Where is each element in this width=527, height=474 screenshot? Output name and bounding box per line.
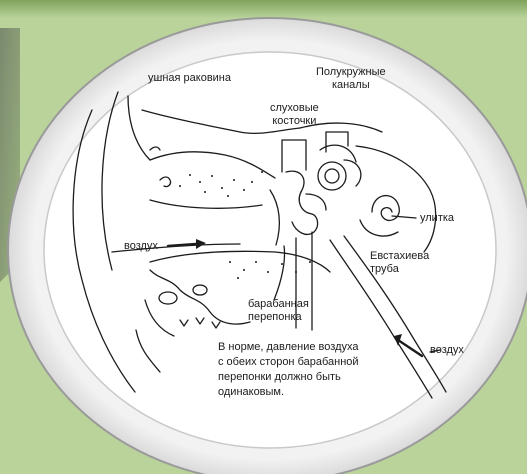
air-arrow-right <box>394 334 402 346</box>
air-arrow-left <box>196 239 206 249</box>
label-cochlea: улитка <box>420 212 454 225</box>
eardrum-membrane <box>270 190 279 245</box>
label-eardrum: барабанная перепонка <box>248 298 309 324</box>
label-eustachian-tube: Евстахиева труба <box>370 250 429 276</box>
canal-upper-wall <box>150 152 275 178</box>
ossicle-chain <box>286 171 318 234</box>
label-auricle: ушная раковина <box>148 72 231 85</box>
label-ossicles: слуховые косточки <box>270 102 319 128</box>
semicircular-canal <box>318 162 346 190</box>
label-air-left: воздух <box>124 240 158 253</box>
label-semicircular-canals: Полукружные каналы <box>316 66 386 92</box>
label-air-right: воздух <box>430 344 464 357</box>
explanatory-note: В норме, давление воздуха с обеих сторон… <box>218 340 359 400</box>
